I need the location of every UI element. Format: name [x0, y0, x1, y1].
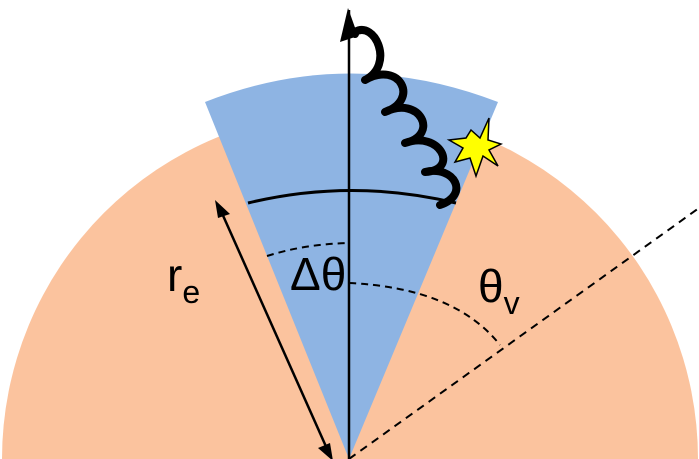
line-of-sight — [348, 207, 699, 459]
theta-subscript: v — [504, 285, 520, 321]
radius-label: re — [167, 249, 200, 310]
viewing-angle-arc — [348, 282, 501, 346]
radius-arrow-head-top — [215, 200, 230, 218]
radius-subscript: e — [182, 274, 200, 310]
radius-arrow — [215, 200, 333, 459]
wavy-arrow-icon — [340, 8, 461, 209]
theta-label: θv — [478, 260, 520, 321]
delta-theta-label: Δθ — [290, 248, 346, 300]
radius-arrow-head-bottom — [318, 443, 333, 459]
starburst-icon — [446, 117, 504, 179]
delta-theta-arc — [266, 242, 350, 257]
emission-arc — [247, 189, 457, 205]
photon-wave — [351, 26, 461, 209]
